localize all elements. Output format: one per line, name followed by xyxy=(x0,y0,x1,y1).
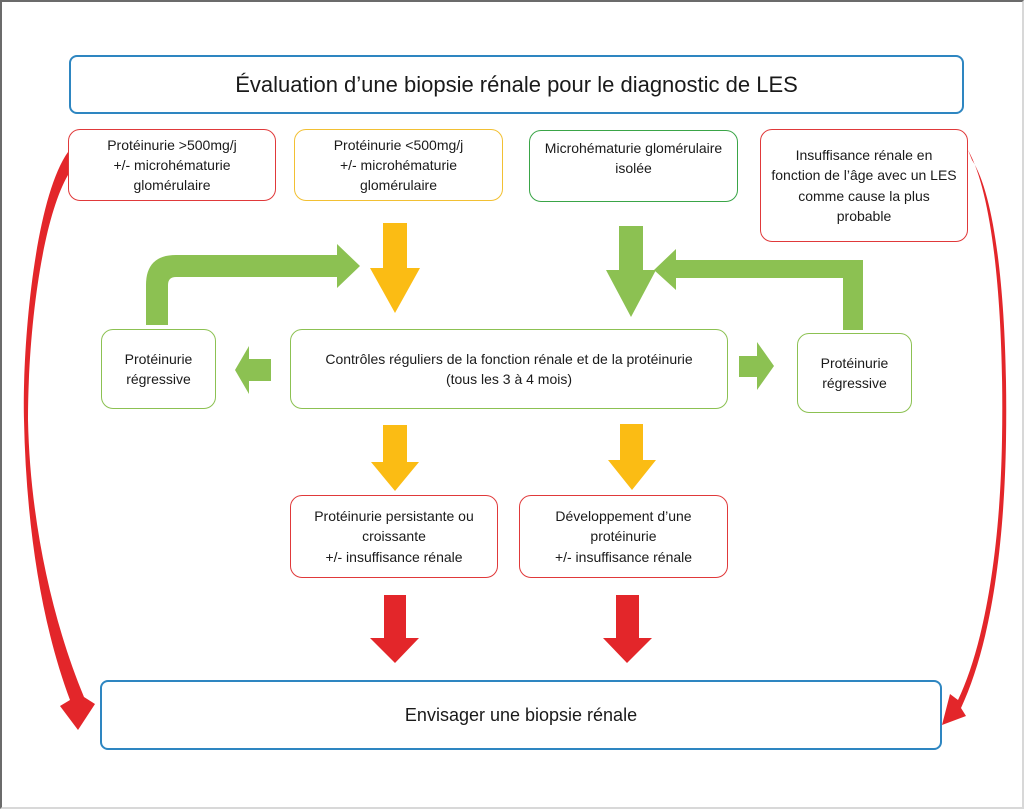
box-text: Développement d’une protéinurie +/- insu… xyxy=(554,508,693,565)
arrow-left-green xyxy=(235,346,271,394)
box-text: Contrôles réguliers de la fonction rénal… xyxy=(325,350,693,387)
box-regressive-left: Protéinurie régressive xyxy=(101,329,216,409)
box-text: Protéinurie persistante ou croissante +/… xyxy=(314,508,474,565)
box-monitoring: Contrôles réguliers de la fonction rénal… xyxy=(290,329,728,409)
box-developpement-proteinurie: Développement d’une protéinurie +/- insu… xyxy=(519,495,728,578)
arrow-loop-green-left xyxy=(146,244,360,325)
arrow-down-green-1 xyxy=(606,226,656,317)
box-text: Insuffisance rénale en fonction de l’âge… xyxy=(771,146,957,224)
arrow-down-yellow-2 xyxy=(371,425,419,491)
box-text: Microhématurie glomérulaire isolée xyxy=(544,139,723,176)
box-regressive-right: Protéinurie régressive xyxy=(797,333,912,413)
arrow-down-yellow-1 xyxy=(370,223,420,313)
box-proteinurie-lt-500: Protéinurie <500mg/j +/- microhématurie … xyxy=(294,129,503,201)
arrow-curve-red-left xyxy=(23,152,95,730)
title-text: Évaluation d’une biopsie rénale pour le … xyxy=(235,71,798,97)
box-text: Protéinurie <500mg/j +/- microhématurie … xyxy=(333,136,464,194)
box-envisager-biopsie: Envisager une biopsie rénale xyxy=(100,680,942,750)
box-microhematurie-isolee: Microhématurie glomérulaire isolée xyxy=(529,130,738,202)
box-text: Protéinurie régressive xyxy=(820,354,889,391)
box-proteinurie-gt-500: Protéinurie >500mg/j +/- microhématurie … xyxy=(68,129,276,201)
arrow-down-yellow-3 xyxy=(608,424,656,490)
arrow-loop-green-right xyxy=(654,249,863,330)
arrow-down-red-2 xyxy=(603,595,652,663)
arrow-down-red-1 xyxy=(370,595,419,663)
box-text: Protéinurie >500mg/j +/- microhématurie … xyxy=(107,136,237,194)
box-insuffisance-renale: Insuffisance rénale en fonction de l’âge… xyxy=(760,129,968,242)
title-box: Évaluation d’une biopsie rénale pour le … xyxy=(69,55,964,114)
box-text: Envisager une biopsie rénale xyxy=(404,704,638,725)
box-text: Protéinurie régressive xyxy=(124,350,193,387)
box-proteinurie-persistante: Protéinurie persistante ou croissante +/… xyxy=(290,495,498,578)
arrow-right-green xyxy=(739,342,774,390)
